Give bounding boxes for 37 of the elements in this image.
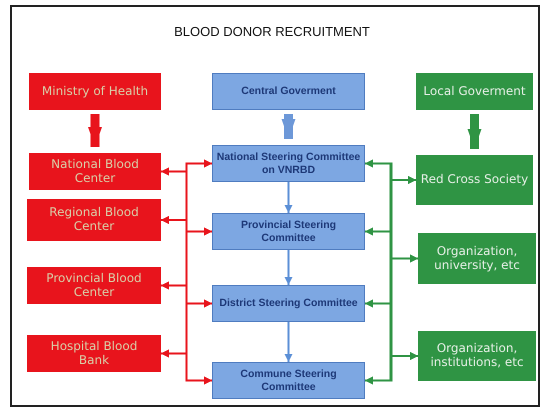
committee-box bbox=[212, 362, 365, 399]
node-label: Regional Blood Center bbox=[48, 206, 140, 234]
organization-box bbox=[27, 335, 161, 372]
title: BLOOD DONOR RECRUITMENT bbox=[173, 24, 371, 39]
connector-arrow bbox=[284, 250, 292, 285]
block-arrow bbox=[88, 114, 102, 147]
connector-arrow bbox=[284, 182, 292, 213]
organization-box bbox=[416, 155, 533, 205]
node-label: Provincial Steering Committee bbox=[240, 219, 338, 244]
node-label: Provincial Blood Center bbox=[45, 272, 143, 300]
block-arrow bbox=[282, 114, 296, 139]
connector-arrow bbox=[161, 350, 212, 384]
organization-box bbox=[418, 233, 536, 284]
committee-box bbox=[212, 73, 365, 110]
node-label: District Steering Committee bbox=[219, 297, 358, 310]
organization-box bbox=[29, 73, 161, 110]
node-label: Red Cross Society bbox=[420, 173, 528, 187]
organization-box bbox=[418, 331, 536, 381]
committee-box bbox=[212, 213, 365, 250]
node-label: Local Goverment bbox=[423, 84, 526, 98]
block-arrow bbox=[468, 114, 482, 149]
node-label: Commune Steering Committee bbox=[239, 368, 338, 393]
node-label: Ministry of Health bbox=[42, 84, 148, 98]
organization-box bbox=[29, 153, 161, 190]
organization-box bbox=[27, 267, 161, 304]
node-label: Central Goverment bbox=[241, 85, 336, 98]
connector-arrow bbox=[284, 322, 292, 362]
node-label: National Steering Committee on VNRBD bbox=[216, 151, 362, 176]
connector-arrow bbox=[365, 352, 418, 384]
node-label: Organization, university, etc bbox=[433, 244, 521, 272]
organization-box bbox=[416, 73, 533, 110]
committee-box bbox=[212, 145, 365, 182]
node-label: Hospital Blood Bank bbox=[50, 340, 138, 368]
node-label: Organization, institutions, etc bbox=[429, 342, 525, 370]
organization-box bbox=[27, 199, 161, 241]
committee-box bbox=[212, 285, 365, 322]
node-label: National Blood Center bbox=[50, 158, 140, 186]
